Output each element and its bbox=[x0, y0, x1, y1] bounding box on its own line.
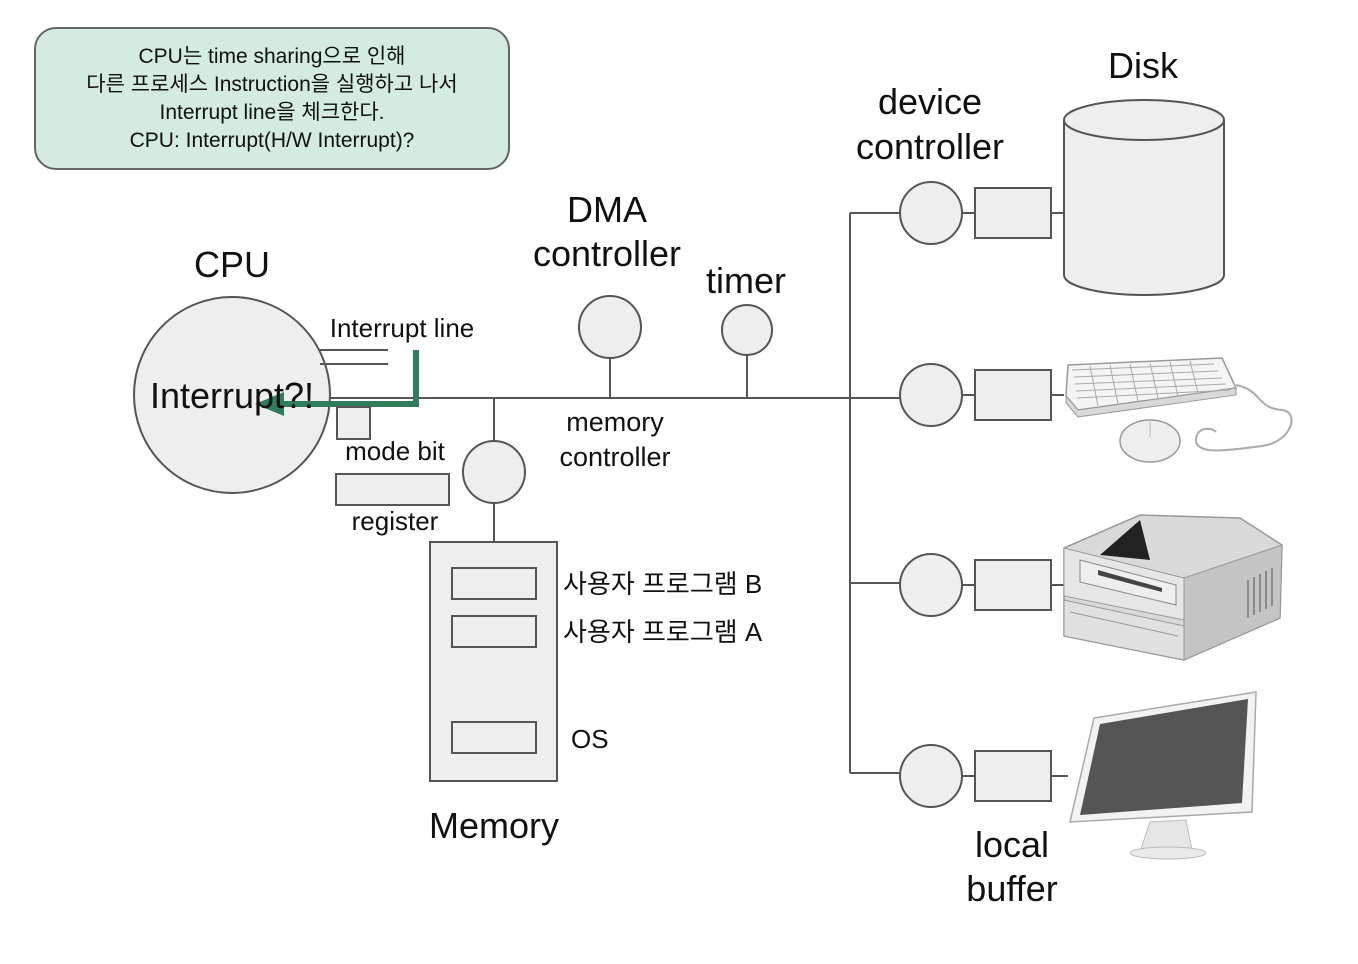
interrupt-signal-path bbox=[278, 350, 419, 407]
note-line-2: 다른 프로세스 Instruction을 실행하고 나서 bbox=[86, 72, 458, 96]
mode-bit-label: mode bit bbox=[345, 436, 445, 466]
timer-label: timer bbox=[706, 260, 786, 301]
local-buffer-label-line1: local bbox=[975, 824, 1049, 865]
program-b-slot bbox=[451, 567, 537, 600]
local-buffer-label-line2: buffer bbox=[966, 868, 1057, 909]
note-line-1: CPU는 time sharing으로 인해 bbox=[138, 44, 406, 68]
local-buffer-printer bbox=[974, 559, 1052, 611]
printer-icon bbox=[1063, 514, 1283, 661]
os-slot bbox=[451, 721, 537, 754]
mode-bit-box bbox=[336, 406, 371, 440]
note-line-3: Interrupt line을 체크한다. bbox=[159, 100, 385, 124]
device-controller-label-line2: controller bbox=[856, 126, 1004, 167]
note-line-4: CPU: Interrupt(H/W Interrupt)? bbox=[129, 128, 415, 152]
interrupt-line-label: Interrupt line bbox=[330, 313, 475, 343]
interrupt-arrow-head bbox=[255, 392, 284, 416]
interrupt-wires bbox=[320, 349, 388, 365]
register-box bbox=[335, 473, 450, 506]
dma-label-line2: controller bbox=[533, 233, 681, 274]
register-label: register bbox=[352, 506, 439, 536]
memory-controller-label-line2: controller bbox=[559, 442, 670, 472]
cpu-circle bbox=[133, 296, 331, 494]
timer-circle bbox=[721, 304, 773, 356]
disk-label: Disk bbox=[1108, 45, 1179, 86]
program-b-label: 사용자 프로그램 B bbox=[563, 569, 762, 599]
device-controller-disk bbox=[899, 181, 1052, 245]
disk-cylinder-icon bbox=[1063, 99, 1225, 296]
device-controller-label-line1: device bbox=[878, 81, 982, 122]
memory-label: Memory bbox=[429, 805, 559, 846]
memory-controller-circle bbox=[462, 440, 526, 504]
monitor-icon bbox=[1069, 691, 1257, 860]
device-controller-keyboard bbox=[899, 363, 1052, 427]
program-a-slot bbox=[451, 615, 537, 648]
keyboard-mouse-icon bbox=[1065, 357, 1293, 463]
local-buffer-keyboard bbox=[974, 369, 1052, 421]
memory-controller-label-line1: memory bbox=[566, 407, 664, 437]
device-controller-monitor bbox=[899, 744, 1052, 808]
local-buffer-monitor bbox=[974, 750, 1052, 802]
program-a-label: 사용자 프로그램 A bbox=[563, 617, 763, 647]
dma-controller-circle bbox=[578, 295, 642, 359]
local-buffer-disk bbox=[974, 187, 1052, 239]
device-controller-printer bbox=[899, 553, 1052, 617]
dma-label-line1: DMA bbox=[567, 189, 647, 230]
os-label: OS bbox=[571, 724, 609, 754]
cpu-time-sharing-note: CPU는 time sharing으로 인해 다른 프로세스 Instructi… bbox=[34, 27, 510, 170]
cpu-label: CPU bbox=[194, 244, 270, 285]
interrupt-status-label: Interrupt?! bbox=[150, 375, 314, 416]
